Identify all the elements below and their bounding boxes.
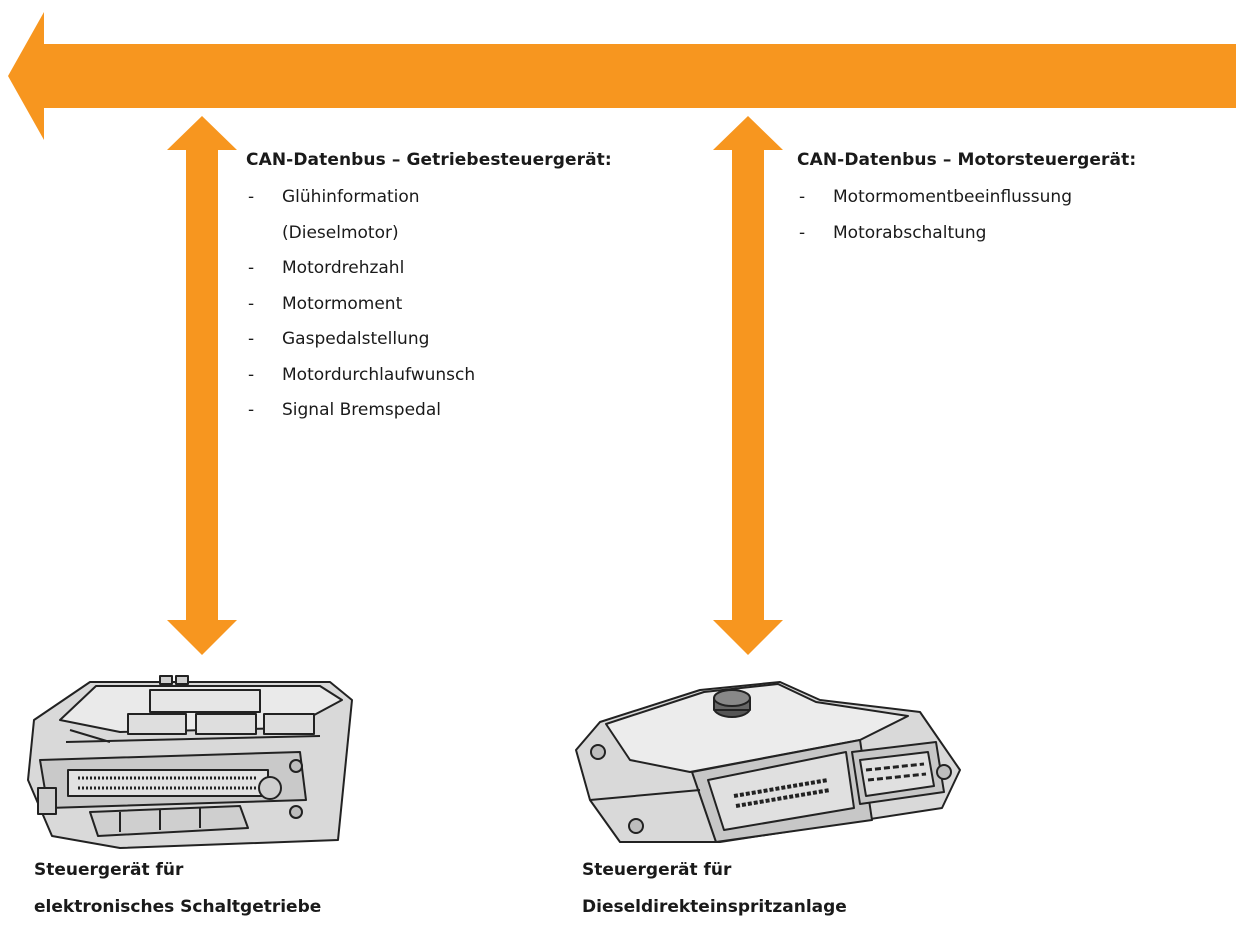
list-item-text: Motorabschaltung bbox=[833, 222, 987, 243]
dash-marker: - bbox=[248, 364, 255, 385]
list-item-text: Gaspedalstellung bbox=[282, 329, 430, 349]
list-item-text: Signal Bremspedal bbox=[282, 400, 441, 420]
left-caption: Steuergerät für elektronisches Schaltget… bbox=[34, 852, 321, 926]
list-item: - Glühinformation (Dieselmotor) bbox=[246, 180, 475, 251]
double-arrow-left bbox=[167, 116, 237, 655]
dash-marker: - bbox=[248, 187, 255, 207]
list-item-text: Glühinformation bbox=[282, 187, 420, 207]
dash-marker: - bbox=[248, 258, 255, 278]
list-item-text: Motormoment bbox=[282, 293, 403, 314]
double-arrow-right bbox=[713, 116, 783, 655]
right-caption-line2: Dieseldirekteinspritzanlage bbox=[582, 897, 847, 917]
right-caption-line1: Steuergerät für bbox=[582, 860, 732, 880]
dash-marker: - bbox=[248, 293, 255, 314]
list-item: - Motorabschaltung bbox=[797, 216, 1072, 252]
left-caption-line2: elektronisches Schaltgetriebe bbox=[34, 897, 322, 917]
left-caption-line1: Steuergerät für bbox=[34, 860, 184, 880]
can-bus-arrow bbox=[8, 12, 1236, 140]
list-item: - Motordurchlaufwunsch bbox=[246, 358, 475, 394]
list-item: - Motormoment bbox=[246, 287, 475, 323]
list-item-text: Motormomentbeeinflussung bbox=[833, 187, 1072, 207]
list-item-text: Motordrehzahl bbox=[282, 258, 405, 278]
dash-marker: - bbox=[799, 222, 806, 243]
left-block-list: - Glühinformation (Dieselmotor) - Motord… bbox=[246, 180, 475, 429]
list-item: - Motormomentbeeinflussung bbox=[797, 180, 1072, 216]
right-block-list: - Motormomentbeeinflussung - Motorabscha… bbox=[797, 180, 1072, 251]
list-item-text: Motordurchlaufwunsch bbox=[282, 364, 476, 385]
list-item-text: (Dieselmotor) bbox=[282, 222, 399, 243]
list-item: - Motordrehzahl bbox=[246, 251, 475, 287]
left-block-heading: CAN-Datenbus – Getriebesteuergerät: bbox=[246, 150, 612, 170]
list-item: - Gaspedalstellung bbox=[246, 322, 475, 358]
dash-marker: - bbox=[799, 187, 806, 207]
list-item: - Signal Bremspedal bbox=[246, 393, 475, 429]
right-block-heading: CAN-Datenbus – Motorsteuergerät: bbox=[797, 150, 1137, 170]
dash-marker: - bbox=[248, 329, 255, 349]
dash-marker: - bbox=[248, 400, 255, 420]
right-caption: Steuergerät für Dieseldirekteinspritzanl… bbox=[582, 852, 847, 926]
